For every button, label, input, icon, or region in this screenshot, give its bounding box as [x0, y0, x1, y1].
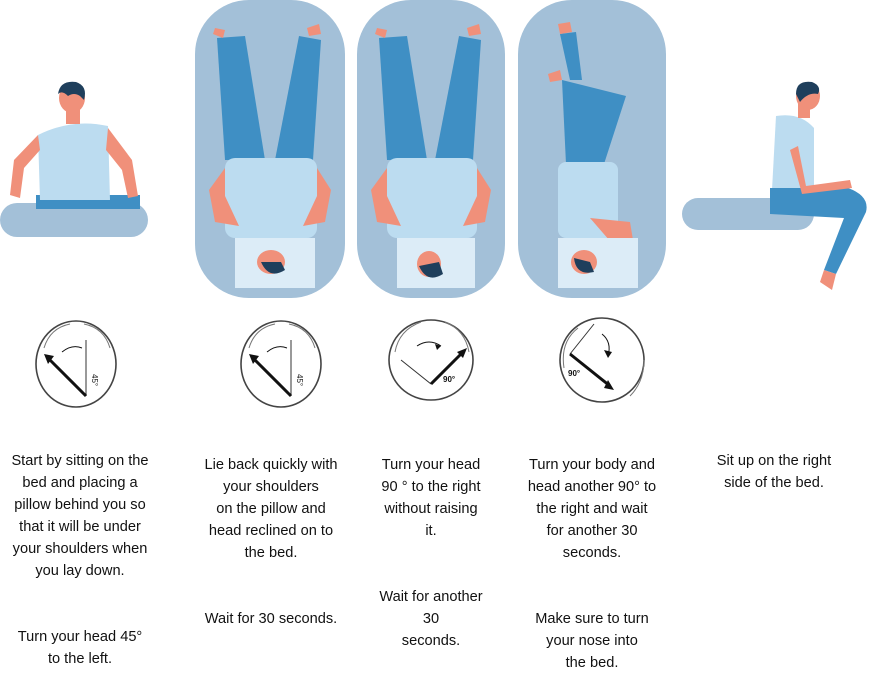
- step-1-caption: Start by sitting on the bed and placing …: [0, 428, 160, 692]
- angle-label: 90°: [568, 369, 580, 378]
- angle-label: 45°: [90, 374, 99, 386]
- angle-label: 90°: [443, 375, 455, 384]
- step-3: 90° Turn your head 90 ° to the right wit…: [357, 0, 505, 649]
- sitting-person-illustration: [0, 81, 148, 237]
- head-rotation-diagram-step-2: 45°: [240, 320, 322, 408]
- step-2: 45° Lie back quickly with your shoulders…: [195, 0, 345, 628]
- head-rotation-diagram-step-4: 90°: [559, 317, 645, 403]
- instruction-text: Sit up on the right side of the bed.: [716, 453, 832, 491]
- step-4: 90° Turn your body and head another 90° …: [518, 0, 666, 671]
- step-4-caption: Turn your body and head another 90° to t…: [506, 432, 678, 696]
- sitting-up-person-illustration: [682, 81, 867, 290]
- step-1: 45° Start by sitting on the bed and plac…: [0, 0, 170, 667]
- bed-roll: [0, 203, 148, 237]
- instruction-text: Lie back quickly with your shoulders on …: [204, 457, 338, 561]
- instruction-note: Wait for another 30 seconds.: [379, 589, 483, 649]
- step-2-caption: Lie back quickly with your shoulders on …: [183, 432, 359, 652]
- step-5-caption: Sit up on the right side of the bed.: [696, 428, 852, 516]
- head-rotation-diagram-step-3: 90°: [388, 319, 474, 401]
- step-5: Sit up on the right side of the bed.: [680, 0, 870, 628]
- instruction-note: Make sure to turn your nose into the bed…: [535, 611, 649, 671]
- side-lying-person-illustration: [548, 22, 638, 288]
- step-3-caption: Turn your head 90 ° to the right without…: [349, 432, 513, 674]
- instruction-text: Turn your body and head another 90° to t…: [527, 457, 657, 561]
- lying-person-illustration: [209, 24, 331, 288]
- angle-label: 45°: [295, 374, 304, 386]
- instruction-note: Turn your head 45° to the left.: [17, 629, 143, 667]
- head-rotation-diagram-step-1: 45°: [35, 320, 117, 408]
- lying-person-head-turned-illustration: [371, 24, 491, 288]
- instruction-note: Wait for 30 seconds.: [204, 611, 338, 627]
- instruction-text: Turn your head 90 ° to the right without…: [381, 457, 481, 539]
- instruction-text: Start by sitting on the bed and placing …: [11, 453, 149, 579]
